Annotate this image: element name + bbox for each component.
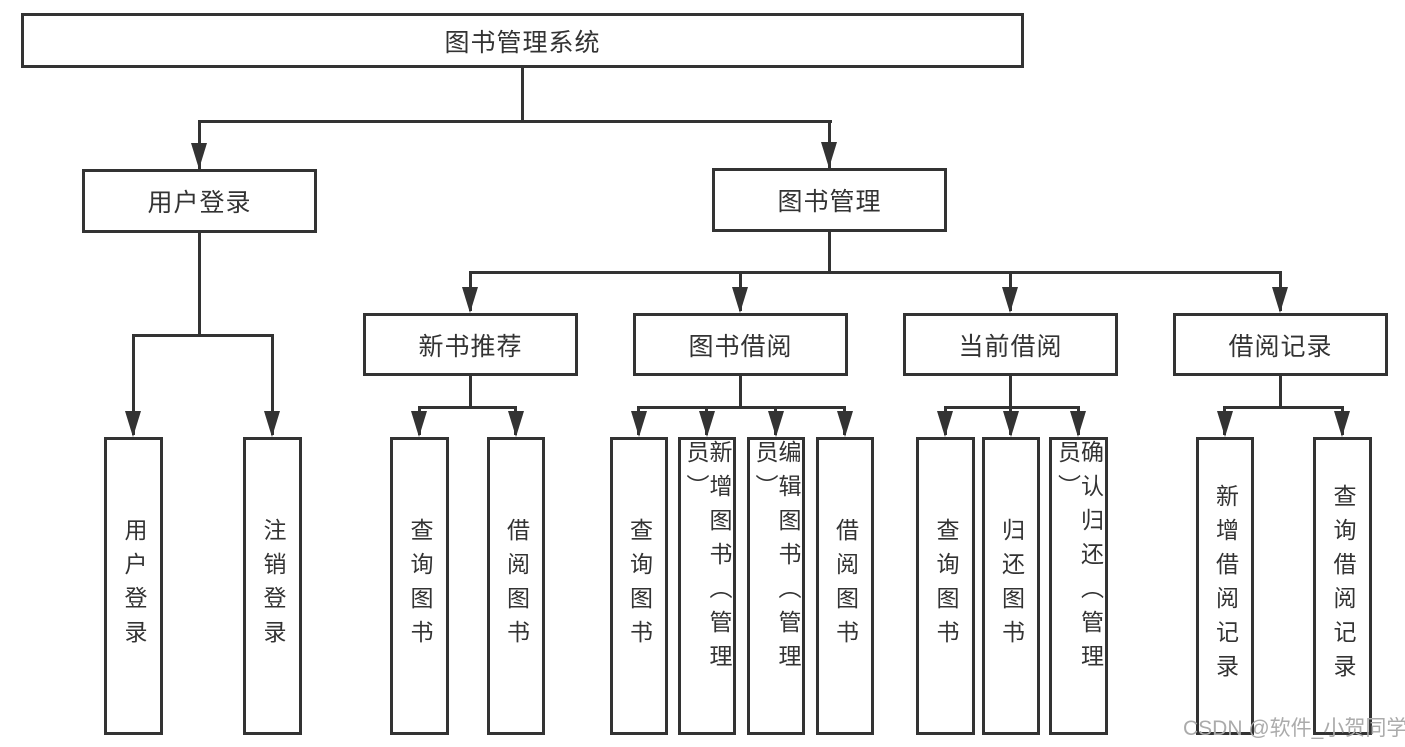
arrow-down-icon (732, 287, 748, 313)
connector-current-drop (1009, 376, 1012, 409)
arrow-down-icon (1334, 411, 1350, 437)
arrow-down-icon (1272, 287, 1288, 313)
leaf-borrow-books-recommend: 借阅图书 (487, 437, 545, 735)
connector-newbook-horizontal (418, 406, 517, 409)
connector-newbook-drop (469, 376, 472, 409)
connector-records-drop (1279, 376, 1282, 409)
leaf-edit-books-admin: 编辑图书（管理员） (747, 437, 805, 735)
leaf-user-login: 用户登录 (104, 437, 163, 735)
arrow-down-icon (1003, 411, 1019, 437)
arrow-down-icon (1002, 287, 1018, 313)
arrow-down-icon (264, 411, 280, 437)
arrow-down-icon (631, 411, 647, 437)
arrow-down-icon (937, 411, 953, 437)
node-book-management-group: 图书管理 (712, 168, 947, 232)
leaf-return-books: 归还图书 (982, 437, 1040, 735)
leaf-add-books-admin: 新增图书（管理员） (678, 437, 736, 735)
node-current-borrow: 当前借阅 (903, 313, 1118, 376)
node-borrow-records: 借阅记录 (1173, 313, 1388, 376)
connector-userlogin-horizontal (132, 334, 274, 337)
connector-records-horizontal (1223, 406, 1344, 409)
arrow-down-icon (411, 411, 427, 437)
arrow-down-icon (821, 142, 837, 168)
leaf-borrow-books: 借阅图书 (816, 437, 874, 735)
leaf-query-books-current: 查询图书 (916, 437, 975, 735)
arrow-down-icon (837, 411, 853, 437)
arrow-down-icon (1217, 411, 1233, 437)
arrow-down-icon (508, 411, 524, 437)
arrow-down-icon (1070, 411, 1086, 437)
arrow-down-icon (462, 287, 478, 313)
leaf-query-books-borrow: 查询图书 (610, 437, 668, 735)
connector-userlogin-child2 (271, 334, 274, 435)
connector-root-horizontal (198, 120, 832, 123)
leaf-query-borrow-record: 查询借阅记录 (1313, 437, 1372, 735)
connector-bookmgmt-drop (828, 232, 831, 274)
connector-userlogin-child1 (132, 334, 135, 435)
node-user-login-group: 用户登录 (82, 169, 317, 233)
leaf-query-books-recommend: 查询图书 (390, 437, 449, 735)
connector-userlogin-drop (198, 233, 201, 337)
watermark: CSDN @软件_小贺同学 (1183, 717, 1405, 740)
node-book-borrow: 图书借阅 (633, 313, 848, 376)
arrow-down-icon (768, 411, 784, 437)
connector-current-horizontal (944, 406, 1080, 409)
connector-borrow-drop (739, 376, 742, 409)
leaf-add-borrow-record: 新增借阅记录 (1196, 437, 1254, 735)
arrow-down-icon (191, 143, 207, 169)
connector-bookmgmt-horizontal (469, 271, 1282, 274)
connector-borrow-horizontal (637, 406, 846, 409)
arrow-down-icon (125, 411, 141, 437)
leaf-confirm-return-admin: 确认归还（管理员） (1049, 437, 1108, 735)
node-library-management-system: 图书管理系统 (21, 13, 1024, 68)
connector-root-drop (521, 68, 524, 123)
node-new-book-recommend: 新书推荐 (363, 313, 578, 376)
leaf-logout: 注销登录 (243, 437, 302, 735)
arrow-down-icon (699, 411, 715, 437)
